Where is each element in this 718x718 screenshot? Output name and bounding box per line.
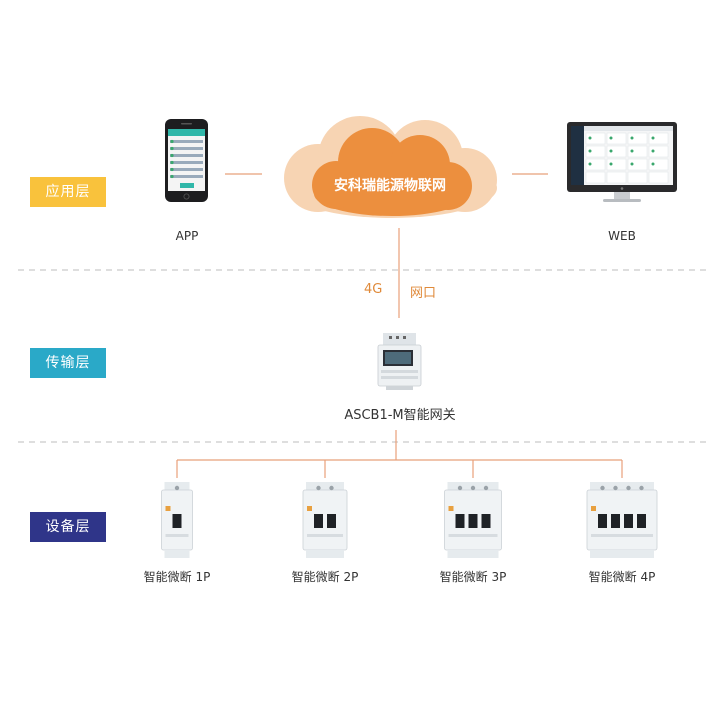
breaker-1p-icon [161, 482, 193, 558]
monitor-icon [567, 122, 677, 202]
breaker-4p-icon [586, 482, 658, 558]
device-label-1p: 智能微断 1P [143, 570, 211, 584]
gateway-device-icon [377, 333, 422, 390]
device-label-4p: 智能微断 4P [588, 570, 656, 584]
layer-tag-device: 设备层 [30, 512, 106, 542]
cloud-label: 安科瑞能源物联网 [334, 178, 446, 194]
cloud-icon [284, 116, 497, 218]
device-label-3p: 智能微断 3P [439, 570, 507, 584]
app-label: APP [175, 229, 199, 243]
device-label-2p: 智能微断 2P [291, 570, 359, 584]
link-label-lan: 网口 [410, 286, 437, 301]
web-label: WEB [608, 229, 636, 243]
breaker-3p-icon [444, 482, 502, 558]
layer-tag-transport: 传输层 [30, 348, 106, 378]
breaker-2p-icon [302, 482, 348, 558]
gateway-label: ASCB1-M智能网关 [344, 408, 456, 423]
breaker-group [161, 482, 658, 558]
smartphone-icon [165, 119, 208, 202]
layer-tag-application: 应用层 [30, 177, 106, 207]
link-label-4g: 4G [364, 282, 383, 297]
